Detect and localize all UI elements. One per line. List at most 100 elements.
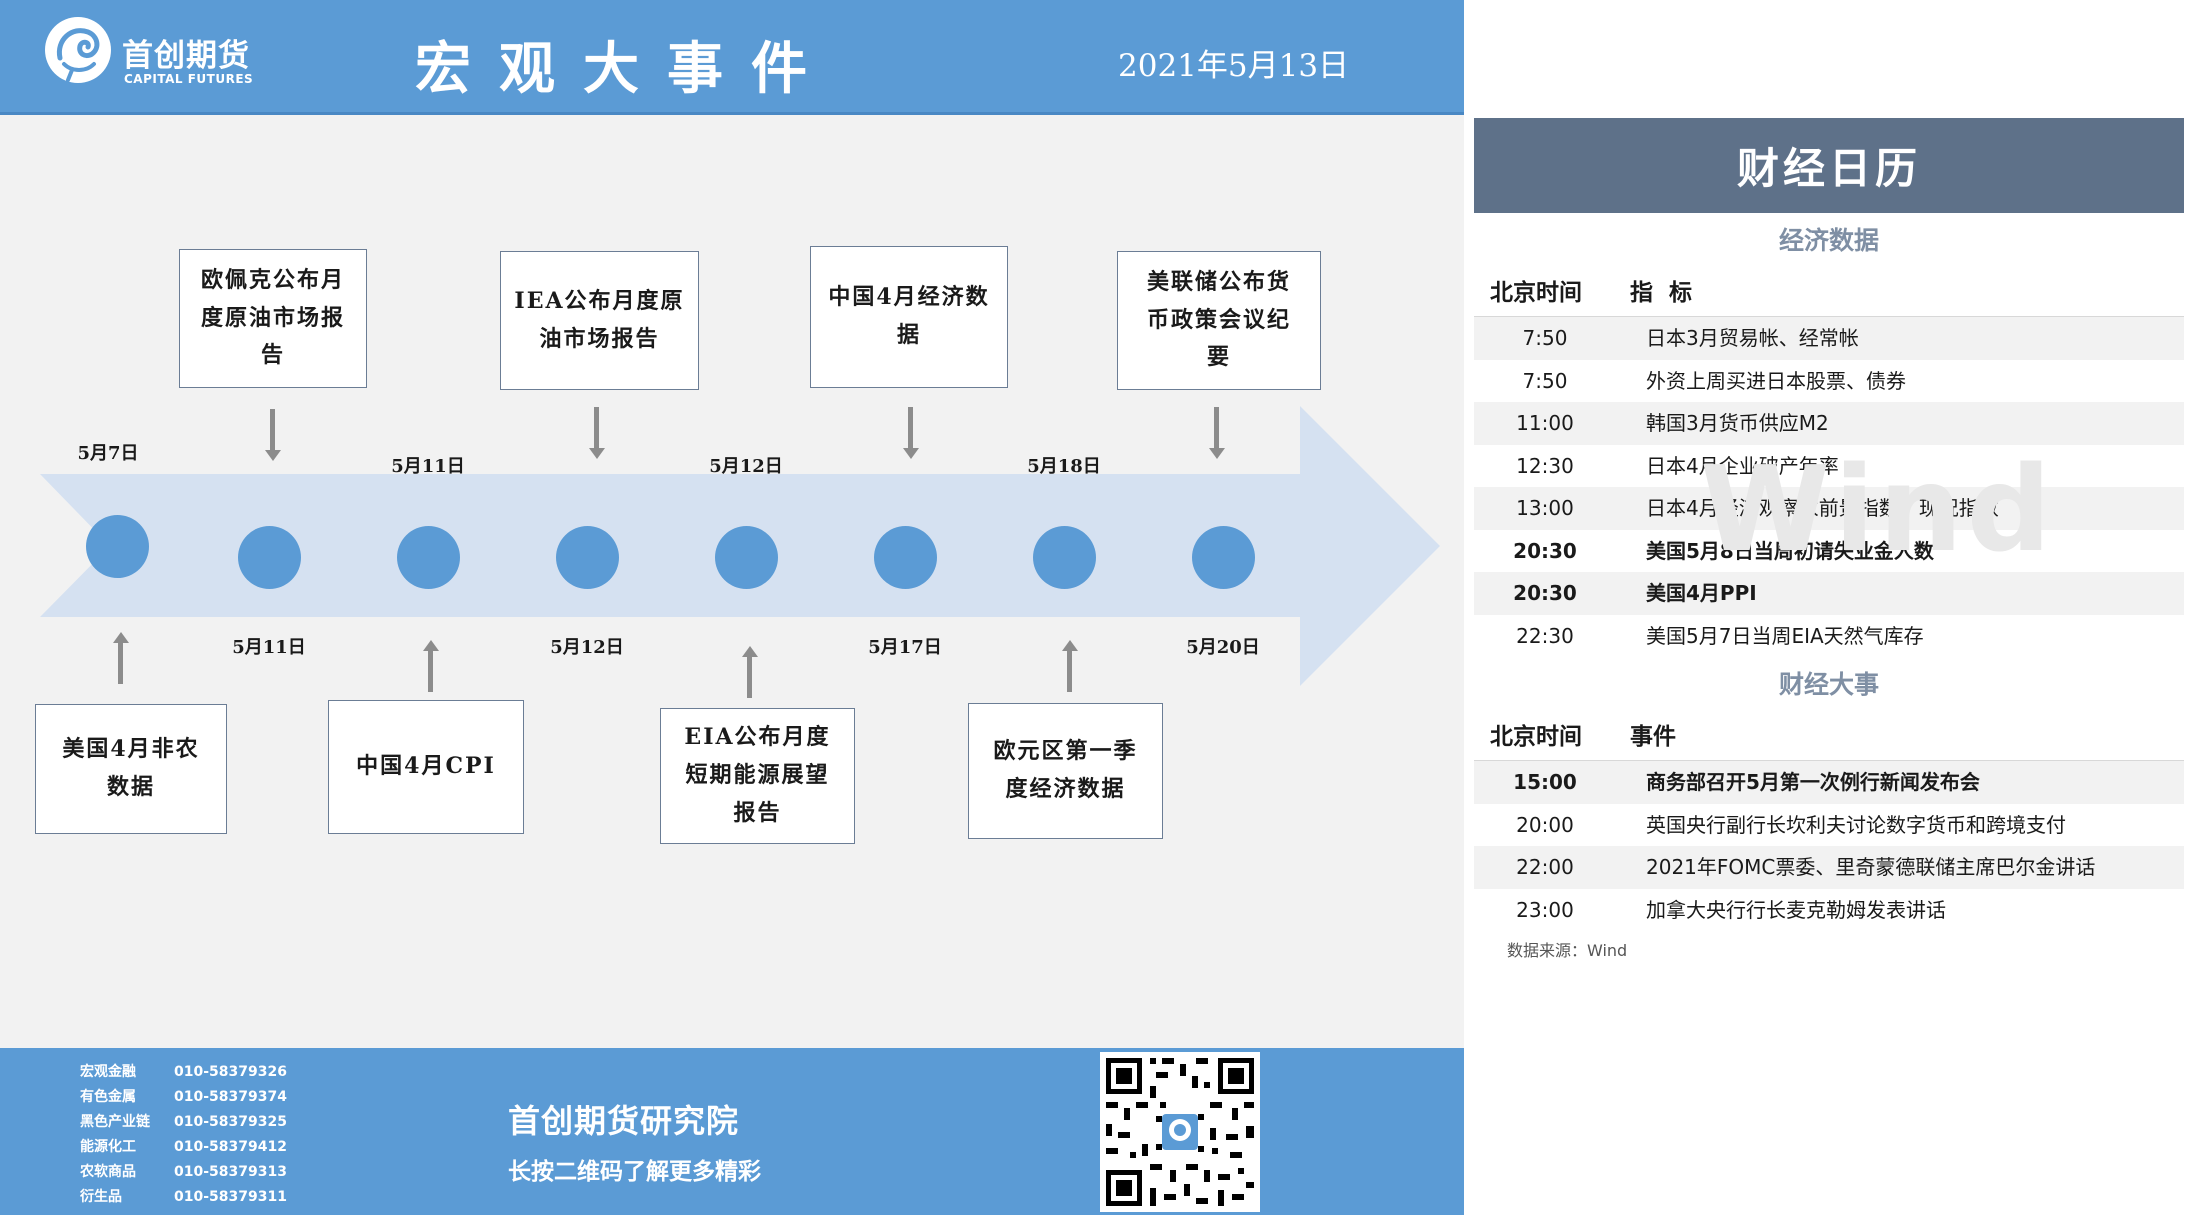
arrow-up-icon: [1061, 640, 1078, 692]
row-description: 英国央行副行长坎利夫讨论数字货币和跨境支付: [1646, 812, 2066, 837]
timeline-date-top-3: 5月12日: [709, 456, 783, 477]
row-time: 22:30: [1516, 623, 1574, 648]
footer-slogan: 长按二维码了解更多精彩: [508, 1159, 761, 1185]
brand-name-english: CAPITAL FUTURES: [124, 72, 254, 86]
timeline-date-top-4: 5月18日: [1027, 456, 1101, 477]
row-description: 商务部召开5月第一次例行新闻发布会: [1646, 770, 1980, 794]
arrow-down-icon: [902, 407, 919, 459]
financial-events-rows: 15:00 商务部召开5月第一次例行新闻发布会 20:00 英国央行副行长坎利夫讨论数…: [1474, 761, 2184, 931]
table-row: 23:00 加拿大央行行长麦克勒姆发表讲话: [1474, 888, 2184, 931]
left-panel: 首创期货 CAPITAL FUTURES 宏观大事件 2021年5月13日 5月…: [0, 0, 1464, 1215]
institute-name: 首创期货研究院: [508, 1102, 740, 1140]
header-event: 事件: [1630, 724, 1676, 750]
row-description: 日本4月经济观察家前景指数、现况指数: [1646, 496, 1999, 520]
timeline-marker-2: [238, 526, 301, 589]
table-row: 20:00 英国央行副行长坎利夫讨论数字货币和跨境支付: [1474, 803, 2184, 846]
row-time: 20:30: [1513, 581, 1577, 605]
timeline-date-top-1: 5月7日: [77, 443, 139, 464]
row-description: 2021年FOMC票委、里奇蒙德联储主席巴尔金讲话: [1646, 855, 2096, 879]
row-description: 韩国3月货币供应M2: [1646, 411, 1829, 435]
arrow-up-icon: [422, 640, 439, 692]
table-row: 22:30 美国5月7日当周EIA天然气库存: [1474, 614, 2184, 657]
economic-data-rows: 7:50 日本3月贸易帐、经常帐 7:50 外资上周买进日本股票、债券 11:00 韩国3…: [1474, 317, 2184, 657]
row-description: 外资上周买进日本股票、债券: [1646, 368, 1906, 393]
row-time: 11:00: [1516, 411, 1574, 435]
arrow-down-icon: [264, 409, 281, 461]
brand-name: 首创期货: [122, 38, 250, 74]
table-row: 13:00 日本4月经济观察家前景指数、现况指数: [1474, 487, 2184, 530]
arrow-up-icon: [112, 632, 129, 684]
table-row: 20:30 美国5月8日当周初请失业金人数: [1474, 529, 2184, 572]
row-time: 12:30: [1516, 453, 1574, 478]
qr-code-icon[interactable]: [1100, 1052, 1260, 1212]
event-box-china-economic-data: 中国4月经济数 据: [810, 246, 1008, 388]
timeline-marker-8: [1192, 526, 1255, 589]
financial-events-header: 北京时间 事件: [1474, 713, 2184, 761]
timeline-marker-1: [86, 515, 149, 578]
timeline-date-bottom-4: 5月20日: [1186, 637, 1260, 658]
event-box-us-nonfarm: 美国4月非农 数据: [35, 704, 227, 834]
finance-calendar-panel: 财经日历 经济数据 北京时间 指 标 7:50 日本3月贸易帐、经常帐 7:50 外资…: [1474, 118, 2184, 990]
table-row: 15:00 商务部召开5月第一次例行新闻发布会: [1474, 761, 2184, 804]
calendar-title-bar: 财经日历: [1474, 118, 2184, 213]
event-box-eia-steo: EIA公布月度 短期能源展望 报告: [660, 708, 855, 844]
table-row: 11:00 韩国3月货币供应M2: [1474, 402, 2184, 445]
data-source-note: 数据来源：Wind: [1474, 931, 2184, 971]
row-time: 22:00: [1516, 855, 1574, 879]
timeline-marker-4: [556, 526, 619, 589]
timeline-date-bottom-1: 5月11日: [232, 637, 306, 658]
event-box-fomc-minutes: 美联储公布货 币政策会议纪 要: [1117, 251, 1321, 390]
row-description: 美国4月PPI: [1646, 581, 1757, 605]
event-box-eurozone-q1: 欧元区第一季 度经济数据: [968, 703, 1163, 839]
table-row: 7:50 外资上周买进日本股票、债券: [1474, 359, 2184, 402]
economic-data-header: 北京时间 指 标: [1474, 269, 2184, 317]
table-row: 22:00 2021年FOMC票委、里奇蒙德联储主席巴尔金讲话: [1474, 846, 2184, 889]
header-bar: 首创期货 CAPITAL FUTURES 宏观大事件 2021年5月13日: [0, 0, 1464, 115]
event-box-opec-report: 欧佩克公布月 度原油市场报 告: [179, 249, 367, 388]
header-indicator: 指 标: [1630, 280, 1693, 306]
row-description: 日本4月企业破产年率: [1646, 453, 1839, 478]
header-time: 北京时间: [1490, 280, 1582, 306]
event-box-china-cpi: 中国4月CPI: [328, 700, 524, 834]
section-title-financial-events: 财经大事: [1474, 657, 2184, 713]
table-row: 7:50 日本3月贸易帐、经常帐: [1474, 317, 2184, 360]
row-time: 15:00: [1513, 770, 1577, 794]
row-description: 日本3月贸易帐、经常帐: [1646, 326, 1859, 350]
row-time: 13:00: [1516, 496, 1574, 520]
table-row: 12:30 日本4月企业破产年率: [1474, 444, 2184, 487]
row-description: 加拿大央行行长麦克勒姆发表讲话: [1646, 897, 1946, 922]
timeline-marker-7: [1033, 526, 1096, 589]
row-time: 7:50: [1522, 368, 1568, 393]
page-title: 宏观大事件: [415, 36, 835, 102]
row-time: 23:00: [1516, 897, 1574, 922]
arrow-down-icon: [588, 407, 605, 459]
timeline-marker-5: [715, 526, 778, 589]
calendar-title: 财经日历: [1736, 144, 1921, 193]
row-description: 美国5月7日当周EIA天然气库存: [1646, 623, 1924, 648]
timeline-marker-3: [397, 526, 460, 589]
timeline-date-bottom-2: 5月12日: [550, 637, 624, 658]
row-time: 7:50: [1522, 326, 1568, 350]
row-time: 20:00: [1516, 812, 1574, 837]
arrow-down-icon: [1208, 407, 1225, 459]
arrow-up-icon: [741, 646, 758, 698]
row-description: 美国5月8日当周初请失业金人数: [1646, 538, 1934, 563]
timeline-date-bottom-3: 5月17日: [868, 637, 942, 658]
timeline-date-top-2: 5月11日: [391, 456, 465, 477]
table-row: 20:30 美国4月PPI: [1474, 572, 2184, 615]
event-box-iea-report: IEA公布月度原 油市场报告: [500, 251, 699, 390]
report-date: 2021年5月13日: [1118, 48, 1350, 84]
capital-futures-logo-icon: [45, 17, 111, 83]
row-time: 20:30: [1513, 538, 1577, 563]
timeline-marker-6: [874, 526, 937, 589]
section-title-economic-data: 经济数据: [1474, 213, 2184, 269]
header-time: 北京时间: [1490, 724, 1582, 750]
